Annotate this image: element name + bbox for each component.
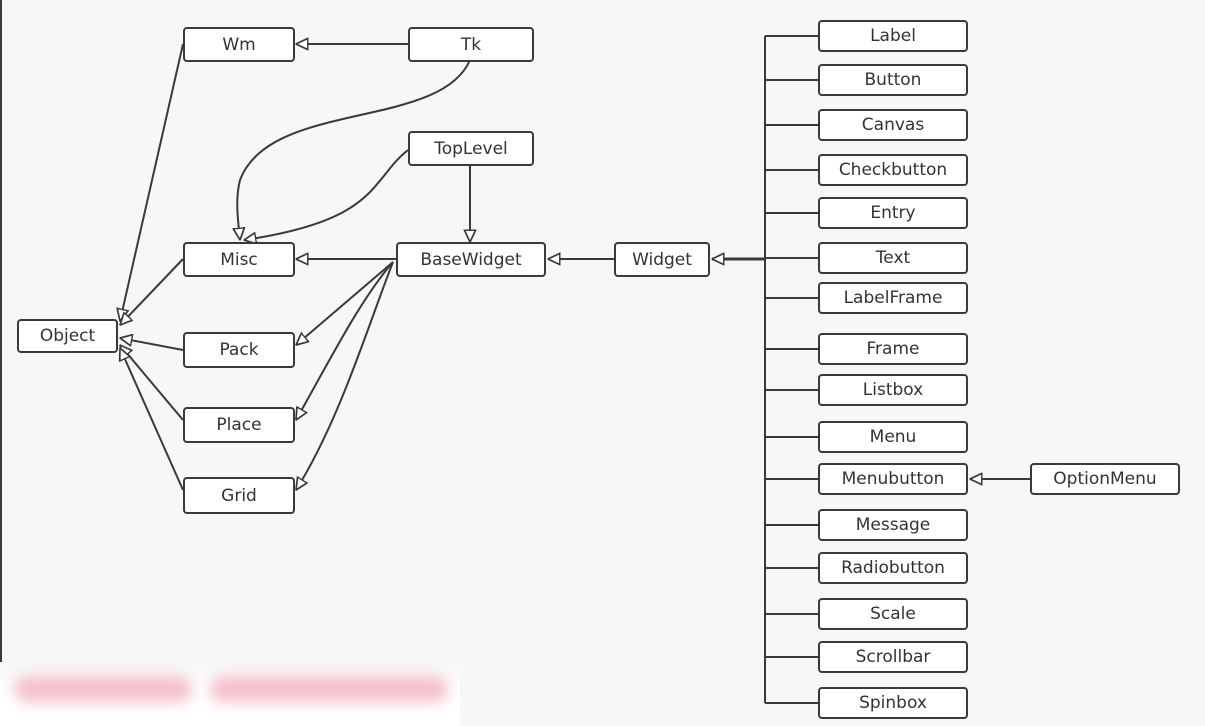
node-toplevel[interactable]: TopLevel <box>408 131 534 166</box>
node-checkbutton[interactable]: Checkbutton <box>818 154 968 186</box>
node-object[interactable]: Object <box>17 319 118 353</box>
node-frame[interactable]: Frame <box>818 333 968 365</box>
node-wm[interactable]: Wm <box>183 27 295 62</box>
edge-grid-object <box>120 348 184 491</box>
node-text[interactable]: Text <box>818 242 968 274</box>
edge-misc-object <box>120 258 184 325</box>
node-entry[interactable]: Entry <box>818 197 968 229</box>
edge-pack-object <box>120 338 184 351</box>
node-labelframe[interactable]: LabelFrame <box>818 282 968 314</box>
edge-basewidget-place <box>296 261 394 420</box>
edge-place-object <box>120 345 184 421</box>
node-scale[interactable]: Scale <box>818 598 968 630</box>
edge-tk-misc <box>237 59 471 240</box>
node-scrollbar[interactable]: Scrollbar <box>818 641 968 673</box>
node-button[interactable]: Button <box>818 64 968 96</box>
left-border <box>0 0 2 662</box>
edge-basewidget-grid <box>296 261 394 490</box>
node-optionmenu[interactable]: OptionMenu <box>1030 463 1180 495</box>
node-label[interactable]: Label <box>818 20 968 52</box>
watermark-smudge <box>210 676 448 702</box>
node-widget[interactable]: Widget <box>614 242 710 277</box>
node-grid[interactable]: Grid <box>183 477 295 514</box>
edge-wm-object <box>120 43 184 321</box>
node-menubutton[interactable]: Menubutton <box>818 463 968 495</box>
edge-basewidget-pack <box>296 261 394 345</box>
node-radiobutton[interactable]: Radiobutton <box>818 552 968 584</box>
node-pack[interactable]: Pack <box>183 332 295 368</box>
watermark-smudge <box>14 676 192 702</box>
node-misc[interactable]: Misc <box>183 242 295 277</box>
edge-toplevel-misc <box>244 149 409 240</box>
node-menu[interactable]: Menu <box>818 421 968 453</box>
node-message[interactable]: Message <box>818 509 968 541</box>
node-basewidget[interactable]: BaseWidget <box>396 242 546 277</box>
node-tk[interactable]: Tk <box>408 27 534 62</box>
node-listbox[interactable]: Listbox <box>818 374 968 406</box>
node-canvas[interactable]: Canvas <box>818 109 968 141</box>
node-place[interactable]: Place <box>183 407 295 443</box>
node-spinbox[interactable]: Spinbox <box>818 687 968 719</box>
